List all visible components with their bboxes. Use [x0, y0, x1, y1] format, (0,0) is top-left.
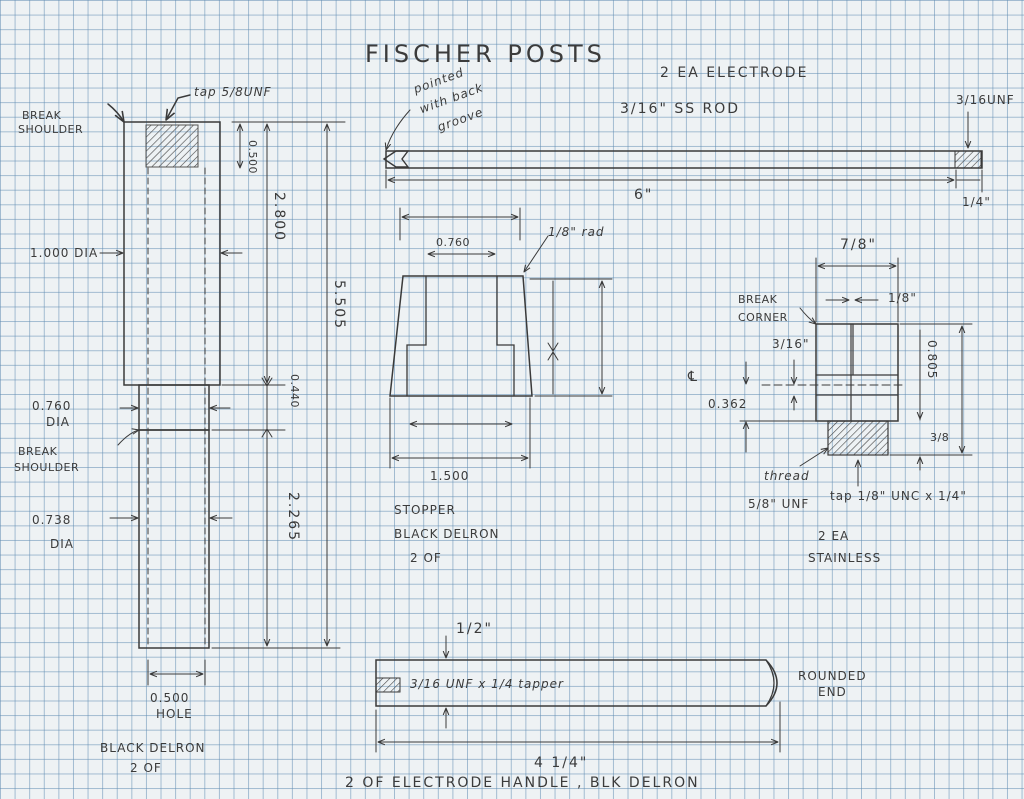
- drawing-title: FISCHER POSTS: [365, 40, 606, 68]
- rounded-end-line2: END: [818, 685, 847, 699]
- electrode-thread-note: 3/16UNF: [956, 93, 1015, 107]
- post-neck: [138, 384, 210, 431]
- electrode-handle-drawing: [375, 635, 781, 753]
- stainless-caption-line2: STAINLESS: [808, 551, 882, 565]
- stainless-caption-line1: 2 EA: [818, 529, 850, 543]
- stainless-width-label: 7/8": [840, 237, 877, 253]
- stopper-caption-line3: 2 OF: [410, 551, 442, 565]
- handle-caption: 2 OF ELECTRODE HANDLE , BLK DELRON: [345, 775, 700, 791]
- stopper-radius-note: 1/8" rad: [548, 225, 605, 239]
- handle-rounded-end: [765, 659, 775, 707]
- handle-length-label: 4 1/4": [534, 755, 589, 771]
- pointed-note-leader: [386, 109, 411, 150]
- post-lower-body: [138, 429, 210, 649]
- stainless-3-8-label: 3/8: [930, 431, 950, 444]
- break-shoulder-mid-leader: [117, 430, 139, 446]
- stainless-part-drawing: [739, 257, 973, 487]
- stainless-thread-line1: thread: [764, 469, 810, 483]
- electrode-header: 2 EA ELECTRODE: [660, 65, 809, 81]
- stopper-drawing: [389, 207, 613, 469]
- break-shoulder-leader: [107, 103, 124, 122]
- dia-0738-line1: 0.738: [32, 513, 72, 527]
- stopper-caption-line1: STOPPER: [394, 503, 456, 517]
- stopper-top-width: 0.760: [436, 236, 470, 249]
- dia-0760-line2: DIA: [46, 415, 70, 429]
- stainless-eighth-label: 1/8": [888, 291, 917, 305]
- post-thread-hatch: [145, 124, 199, 168]
- handle-tap-hatch: [375, 677, 401, 693]
- tap-leader: [166, 94, 191, 120]
- break-shoulder-mid-line1: BREAK: [18, 445, 58, 458]
- electrode-rod-label: 3/16" SS ROD: [620, 101, 741, 117]
- electrode-thread-hatch: [954, 150, 982, 169]
- break-shoulder-top-line2: SHOULDER: [18, 123, 84, 136]
- break-shoulder-mid-line2: SHOULDER: [14, 461, 80, 474]
- stainless-thread-hatch: [827, 420, 889, 456]
- break-corner-line1: BREAK: [738, 293, 778, 306]
- dia-0738-line2: DIA: [50, 537, 74, 551]
- post-caption-line2: 2 OF: [130, 761, 162, 775]
- fischer-post-drawing: [99, 94, 346, 686]
- stopper-caption-line2: BLACK DELRON: [394, 527, 500, 541]
- tap-note: tap 5/8UNF: [194, 85, 272, 99]
- break-corner-leader: [799, 307, 816, 324]
- stainless-0362-label: 0.362: [708, 397, 748, 411]
- stopper-bottom-width: 1.500: [430, 469, 470, 483]
- stainless-height-label: 0.805: [925, 340, 939, 380]
- stopper-step-arrows: [547, 342, 559, 361]
- stopper-outline: [389, 275, 533, 397]
- dim-0440-label: 0.440: [288, 374, 301, 408]
- rounded-end-line1: ROUNDED: [798, 669, 867, 683]
- hole-line1: 0.500: [150, 691, 190, 705]
- dim-0500-label: 0.500: [246, 140, 259, 174]
- dia-0760-line1: 0.760: [32, 399, 72, 413]
- stopper-bore: [406, 275, 515, 397]
- stainless-tap-note: tap 1/8" UNC x 1/4": [830, 489, 967, 503]
- thread-leader: [799, 448, 828, 467]
- hole-line2: HOLE: [156, 707, 193, 721]
- stainless-thread-line2: 5/8" UNF: [748, 497, 810, 511]
- dim-0440-arrows: [261, 377, 273, 438]
- centerline-symbol: ℄: [688, 369, 699, 385]
- dim-2265-label: 2.265: [285, 492, 301, 543]
- handle-tap-note: 3/16 UNF x 1/4 tapper: [410, 677, 564, 691]
- electrode-rod: [385, 150, 983, 169]
- dim-2800-label: 2.800: [271, 192, 287, 243]
- stainless-body: [815, 323, 899, 422]
- break-corner-line2: CORNER: [738, 311, 788, 324]
- dim-5505-label: 5.505: [331, 280, 347, 331]
- electrode-thread-length: 1/4": [962, 195, 991, 209]
- handle-half-label: 1/2": [456, 621, 493, 637]
- post-caption-line1: BLACK DELRON: [100, 741, 206, 755]
- electrode-length-label: 6": [634, 187, 654, 203]
- radius-leader: [524, 235, 549, 272]
- dia-1000-label: 1.000 DIA: [30, 246, 99, 260]
- break-shoulder-top-line1: BREAK: [22, 109, 62, 122]
- stainless-3-16-label: 3/16": [772, 337, 810, 351]
- electrode-rod-drawing: [382, 109, 983, 193]
- electrode-point: [382, 150, 410, 168]
